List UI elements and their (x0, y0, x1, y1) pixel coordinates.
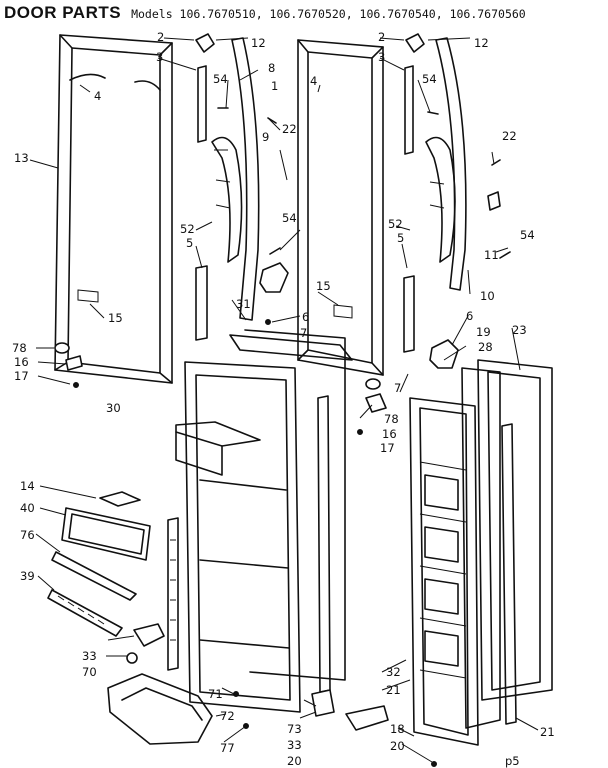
callout-label: 6 (466, 309, 473, 323)
callout-label: 52 (388, 217, 403, 231)
callout-label: 15 (316, 279, 331, 293)
right-handle-assembly (403, 33, 511, 369)
callout-label: 32 (386, 665, 401, 679)
callout-label: 19 (476, 325, 491, 339)
callout-label: 22 (282, 122, 297, 136)
callout-label: 4 (94, 89, 101, 103)
page-reference: p5 (505, 754, 520, 768)
callout-label: 7 (300, 326, 307, 340)
left-door-liner (167, 329, 353, 713)
callout-label: 2 (378, 30, 385, 44)
callout-label: 17 (380, 441, 395, 455)
callout-label: 40 (20, 501, 35, 515)
callout-label: 78 (12, 341, 27, 355)
callout-label: 2 (157, 30, 164, 44)
title-text: DOOR PARTS (4, 3, 122, 22)
lower-hinge-parts (54, 342, 381, 390)
callout-label: 54 (422, 72, 437, 86)
right-door-liner (311, 359, 553, 767)
callout-label: 23 (512, 323, 527, 337)
callout-label: 12 (251, 36, 266, 50)
callout-label: 12 (474, 36, 489, 50)
callout-label: 5 (397, 231, 404, 245)
callout-label: 20 (287, 754, 302, 768)
page-title: DOOR PARTS Models 106.7670510, 106.76705… (4, 3, 526, 23)
callout-label: 10 (480, 289, 495, 303)
callout-label: 7 (394, 381, 401, 395)
callout-label: 71 (208, 687, 223, 701)
callout-label: 11 (484, 248, 499, 262)
left-outer-door (54, 34, 173, 384)
callout-label: 31 (236, 297, 251, 311)
callout-label: 8 (268, 61, 275, 75)
callout-label: 78 (384, 412, 399, 426)
callout-label: 72 (220, 709, 235, 723)
callout-label: 77 (220, 741, 235, 755)
models-text: Models 106.7670510, 106.7670520, 106.767… (131, 7, 526, 21)
left-door-bins (47, 491, 249, 745)
callout-label: 33 (82, 649, 97, 663)
callout-label: 16 (382, 427, 397, 441)
callout-label: 22 (502, 129, 517, 143)
callout-label: 28 (478, 340, 493, 354)
callout-label: 39 (20, 569, 35, 583)
callout-label: 73 (287, 722, 302, 736)
leader-lines (29, 37, 539, 763)
right-outer-door (297, 39, 384, 376)
callout-label: 5 (186, 236, 193, 250)
callout-label: 16 (14, 355, 29, 369)
callout-label: 33 (287, 738, 302, 752)
callout-label: 21 (540, 725, 555, 739)
callout-label: 17 (14, 369, 29, 383)
callout-label: 1 (271, 79, 278, 93)
callout-label: 30 (106, 401, 121, 415)
callout-label: 14 (20, 479, 35, 493)
callout-label: 70 (82, 665, 97, 679)
callout-label: 13 (14, 151, 29, 165)
callout-label: 20 (390, 739, 405, 753)
callout-label: 76 (20, 528, 35, 542)
callout-label: 54 (282, 211, 297, 225)
callout-label: 3 (378, 50, 385, 64)
callout-label: 15 (108, 311, 123, 325)
callout-label: 54 (520, 228, 535, 242)
callout-label: 18 (390, 722, 405, 736)
left-handle-assembly (195, 33, 289, 341)
callout-label: 21 (386, 683, 401, 697)
part-callouts: 2 12 3 4 54 8 1 4 2 3 12 54 13 22 9 22 5… (12, 30, 555, 768)
callout-label: 3 (156, 50, 163, 64)
callout-label: 54 (213, 72, 228, 86)
callout-label: 52 (180, 222, 195, 236)
callout-label: 9 (262, 130, 269, 144)
callout-label: 6 (302, 310, 309, 324)
callout-label: 4 (310, 74, 317, 88)
